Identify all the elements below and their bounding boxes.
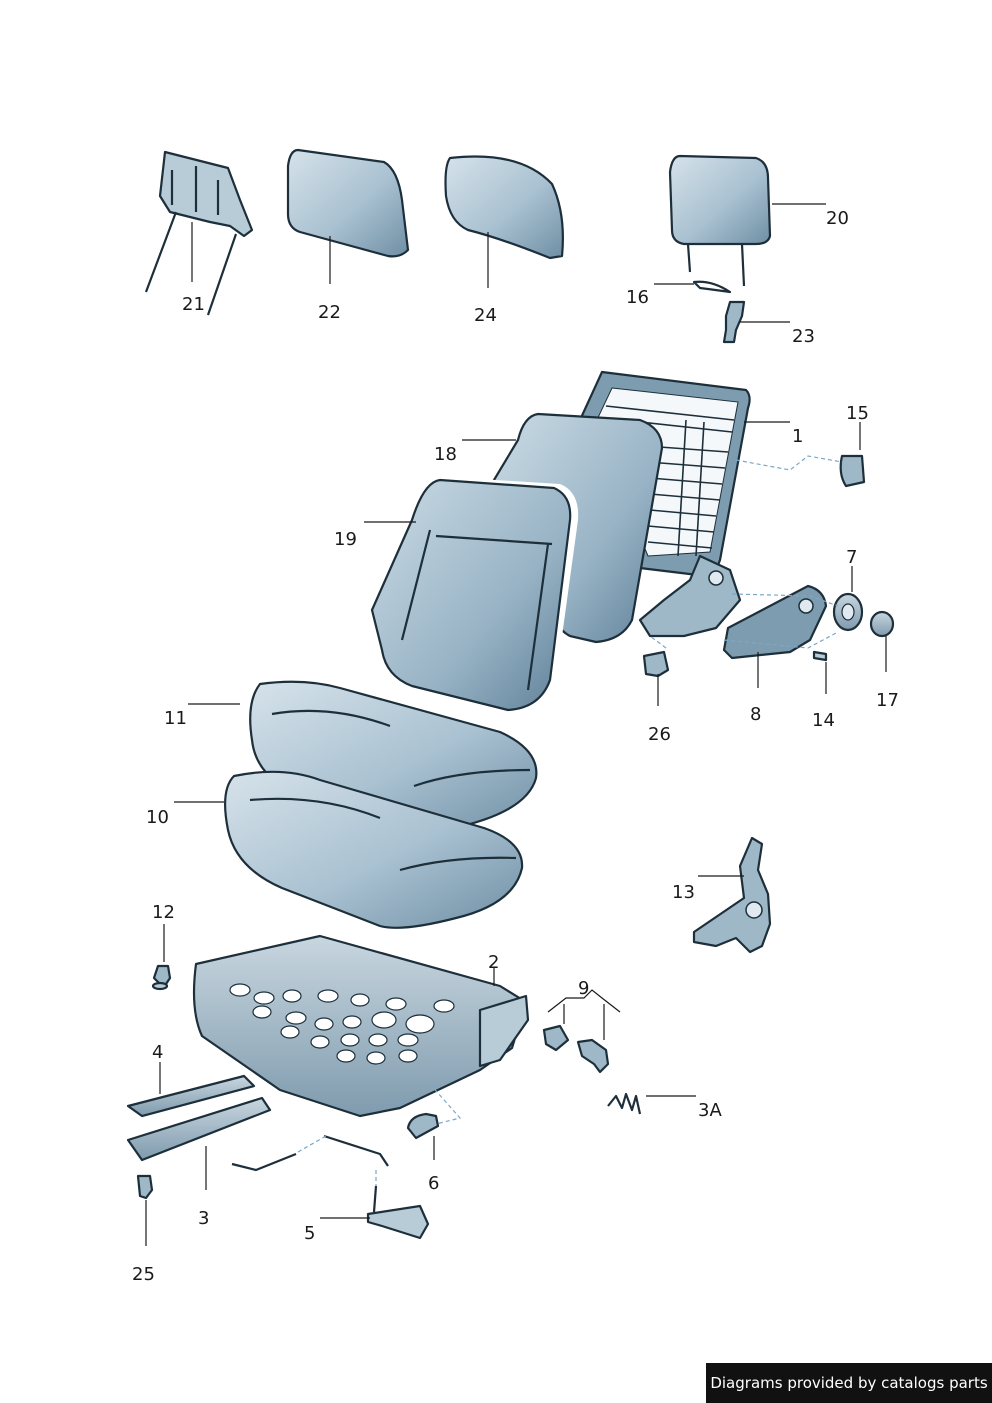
label-5: 5	[304, 1223, 315, 1244]
pin-14	[812, 650, 828, 662]
headrest-cushion-22	[286, 148, 410, 258]
adjusting-lever-5	[231, 1134, 430, 1240]
label-25: 25	[132, 1264, 155, 1285]
label-8: 8	[750, 704, 761, 725]
seat-frame-2	[192, 934, 530, 1118]
label-3a: 3A	[698, 1100, 722, 1121]
label-7: 7	[846, 547, 857, 568]
label-6: 6	[428, 1173, 439, 1194]
label-11: 11	[164, 708, 187, 729]
label-2: 2	[488, 952, 499, 973]
label-4: 4	[152, 1042, 163, 1063]
label-16: 16	[626, 287, 649, 308]
label-22: 22	[318, 302, 341, 323]
recliner-plate-13	[692, 836, 772, 954]
seat-cushion-10	[223, 770, 524, 929]
label-13: 13	[672, 882, 695, 903]
assembly-lines	[297, 455, 843, 1186]
headrest-20	[668, 154, 772, 287]
label-26: 26	[648, 724, 671, 745]
cap-15	[839, 454, 866, 488]
fastener-9	[542, 1024, 610, 1074]
label-19: 19	[334, 529, 357, 550]
label-1: 1	[792, 426, 803, 447]
label-17: 17	[876, 690, 899, 711]
label-23: 23	[792, 326, 815, 347]
label-20: 20	[826, 208, 849, 229]
headrest-cover-24	[444, 155, 564, 260]
bolt-25	[136, 1174, 154, 1200]
clip-26	[642, 650, 670, 678]
headrest-frame-21	[144, 150, 254, 316]
leader-lines	[145, 203, 887, 1246]
label-12: 12	[152, 902, 175, 923]
label-15: 15	[846, 403, 869, 424]
seat-rail-3	[126, 1096, 272, 1162]
label-9: 9	[578, 978, 589, 999]
spring-3a	[607, 1092, 642, 1115]
label-3: 3	[198, 1208, 209, 1229]
cap-17	[869, 610, 895, 638]
part-labels: 21 22 24 20 16 23 1 15 18 19 7 17 8 14 2…	[132, 208, 899, 1285]
backrest-cushion-18	[492, 412, 664, 644]
seat-rail-4	[126, 1074, 256, 1118]
label-18: 18	[434, 444, 457, 465]
knob-7	[832, 592, 864, 632]
label-24: 24	[474, 305, 497, 326]
clip-12	[151, 964, 172, 991]
backrest-cushion-19	[370, 476, 579, 714]
bracket-plate-8	[722, 584, 828, 660]
label-21: 21	[182, 294, 205, 315]
label-10: 10	[146, 807, 169, 828]
label-14: 14	[812, 710, 835, 731]
clip-16	[692, 280, 732, 294]
credit-banner: Diagrams provided by catalogs parts	[706, 1363, 992, 1403]
guide-sleeve-23	[722, 300, 746, 344]
handle-6	[406, 1112, 440, 1140]
